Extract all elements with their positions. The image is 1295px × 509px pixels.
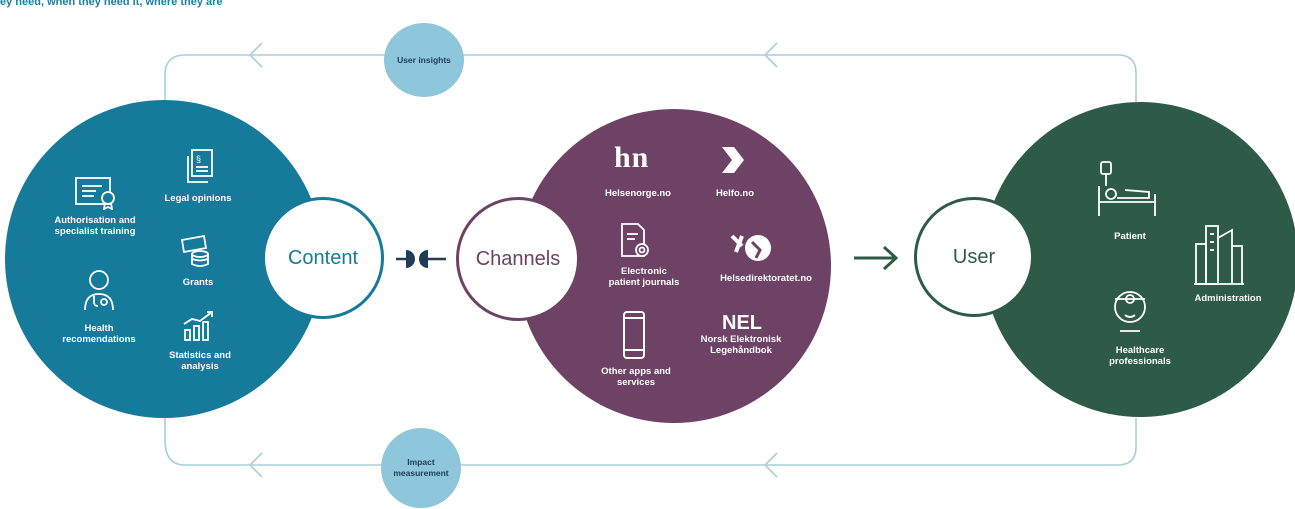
patient-label: Patient bbox=[1114, 231, 1146, 242]
user-insights-node: User insights bbox=[384, 23, 464, 97]
building-icon bbox=[1194, 224, 1244, 286]
plug-icon bbox=[396, 246, 446, 272]
chart-icon bbox=[182, 310, 216, 342]
user-hub: User bbox=[914, 197, 1034, 317]
content-hub: Content bbox=[262, 197, 384, 319]
other-apps-label: Other apps and services bbox=[601, 366, 671, 388]
nel-label: Norsk Elektronisk Legehåndbok bbox=[700, 334, 782, 356]
arrow-right-icon bbox=[852, 245, 900, 271]
impact-measurement-node: Impact measurement bbox=[381, 428, 461, 508]
administration-label: Administration bbox=[1194, 293, 1262, 304]
channels-hub: Channels bbox=[456, 197, 580, 321]
certificate-icon bbox=[74, 176, 118, 210]
impact-measurement-label: Impact measurement bbox=[393, 457, 449, 478]
doctor-icon bbox=[82, 268, 116, 312]
hn-logo: hn bbox=[614, 141, 650, 174]
legal-opinions-label: Legal opinions bbox=[164, 193, 232, 204]
user-circle bbox=[983, 102, 1295, 417]
healthcare-professionals-label: Healthcare professionals bbox=[1109, 345, 1171, 367]
grants-icon bbox=[180, 234, 214, 268]
nel-logo: NEL bbox=[722, 312, 762, 334]
helsedirektoratet-label: Helsedirektoratet.no bbox=[720, 273, 812, 284]
svg-text:§: § bbox=[196, 154, 201, 164]
flow-arrowheads bbox=[248, 42, 778, 478]
phone-icon bbox=[622, 310, 646, 360]
helfo-logo bbox=[720, 145, 746, 175]
electronic-journals-label: Electronic patient journals bbox=[608, 266, 680, 288]
healthcare-icon bbox=[1112, 285, 1148, 333]
document-icon: § bbox=[186, 148, 214, 184]
helsenorge-label: Helsenorge.no bbox=[605, 188, 671, 199]
authorisation-label: Authorisation and specialist training bbox=[54, 215, 136, 237]
grants-label: Grants bbox=[182, 277, 214, 288]
top-caption: ey need, when they need it, where they a… bbox=[0, 0, 223, 8]
helsedir-logo bbox=[730, 232, 774, 264]
helfo-label: Helfo.no bbox=[716, 188, 754, 199]
journal-icon bbox=[620, 222, 652, 260]
health-recommendations-label: Health recomendations bbox=[62, 323, 136, 345]
patient-bed-icon bbox=[1097, 160, 1159, 218]
statistics-label: Statistics and analysis bbox=[169, 350, 231, 372]
